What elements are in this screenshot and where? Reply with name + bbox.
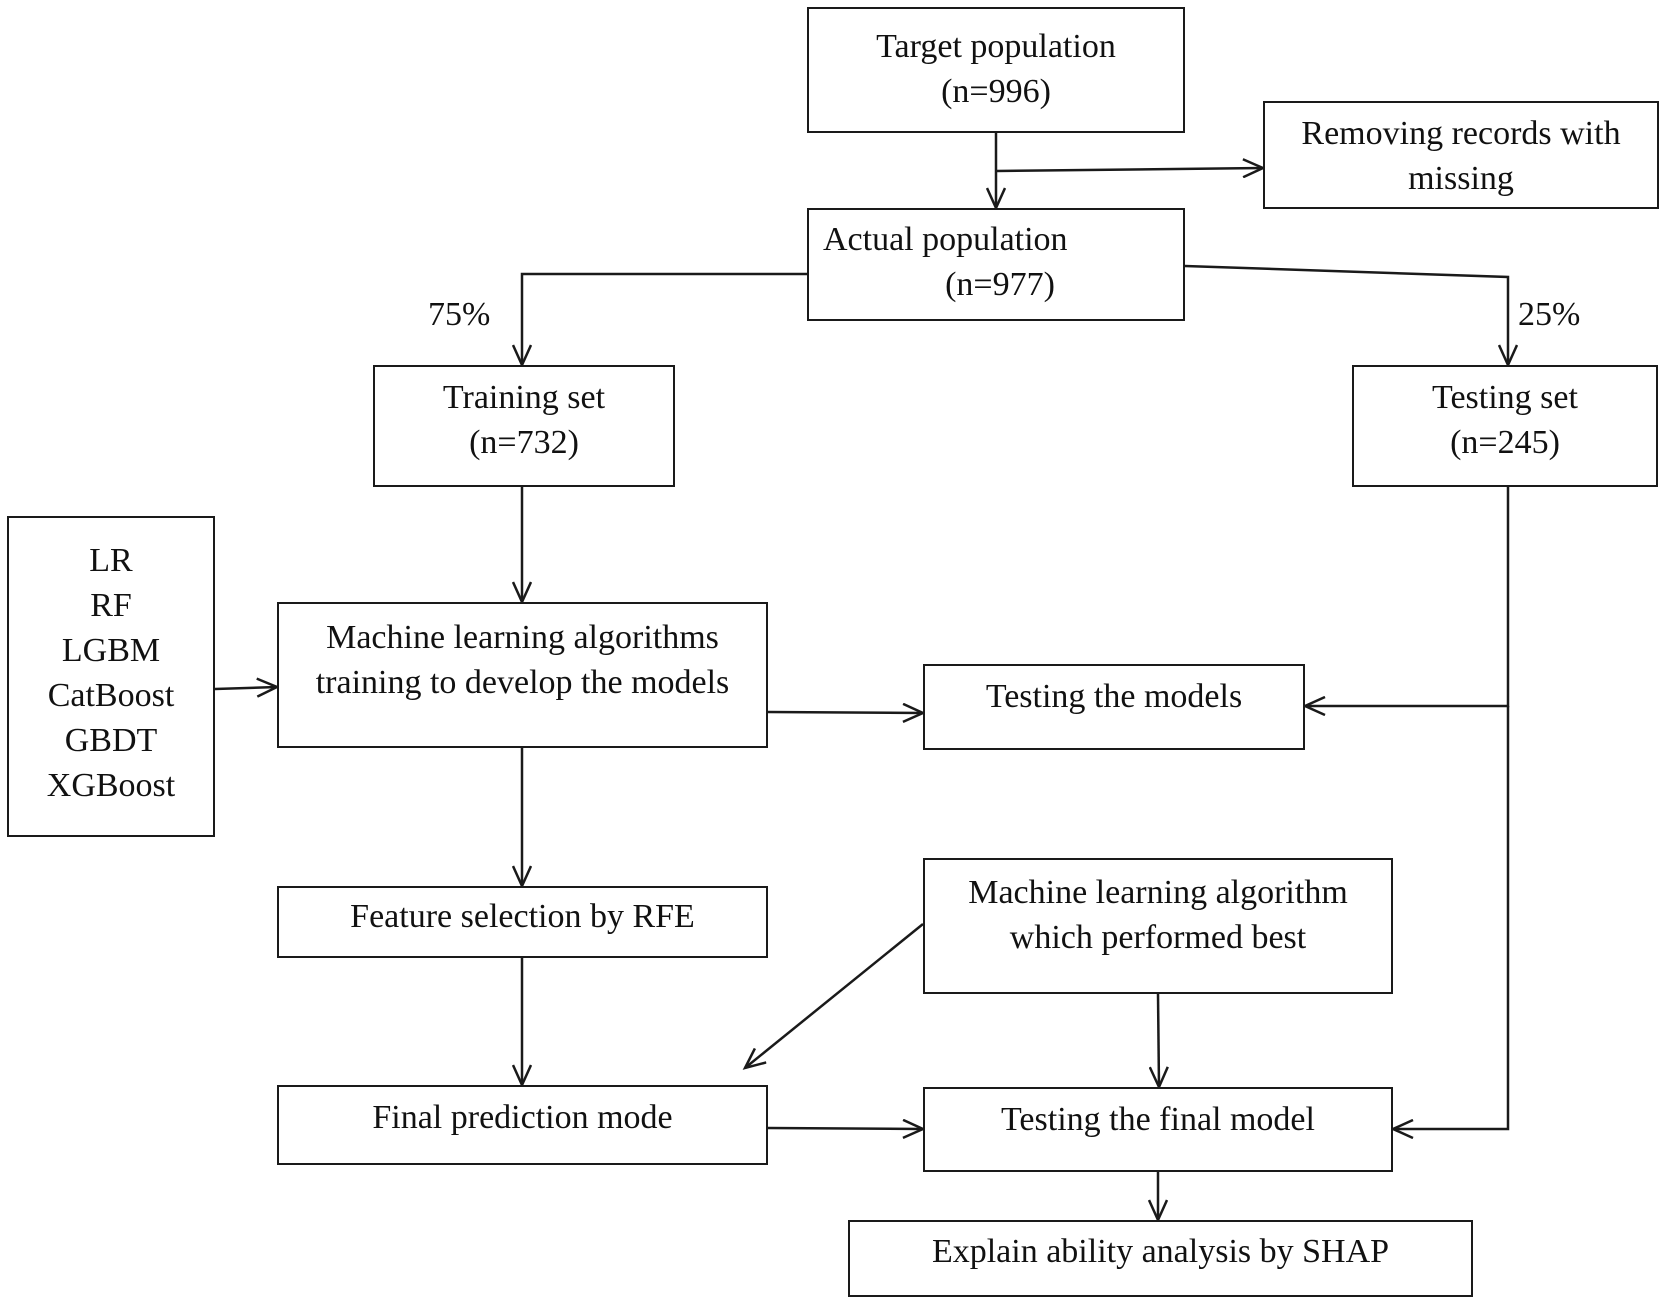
arrow-testing-set-to-testing-final <box>1393 706 1510 1129</box>
training-set-box: Training set (n=732) <box>373 365 675 487</box>
feature-selection-box: Feature selection by RFE <box>277 886 768 958</box>
best-algorithm-label-cont: which performed best <box>1009 919 1307 956</box>
algorithm-item: RF <box>90 587 132 624</box>
ml-training-label: Machine learning algorithms <box>326 619 719 656</box>
training-set-label: Training set <box>442 379 606 416</box>
removing-records-label: Removing records with <box>1301 115 1621 152</box>
testing-set-label: Testing set <box>1432 379 1578 416</box>
testing-final-model-label: Testing the final model <box>1001 1101 1315 1138</box>
arrow-algorithms-to-ml <box>214 687 277 689</box>
removing-records-box: Removing records with missing <box>1263 101 1659 209</box>
arrow-best-to-testing-final <box>1158 993 1159 1087</box>
ml-training-box: Machine learning algorithms training to … <box>277 602 768 748</box>
final-prediction-label: Final prediction mode <box>372 1099 673 1136</box>
target-population-label: Target population <box>876 28 1116 65</box>
training-set-count: (n=732) <box>469 424 579 461</box>
actual-population-count: (n=977) <box>945 266 1055 303</box>
arrow-testing-set-to-testing-models <box>1305 487 1510 706</box>
testing-set-count: (n=245) <box>1450 424 1560 461</box>
testing-final-model-box: Testing the final model <box>923 1087 1393 1172</box>
testing-split-label: 25% <box>1518 296 1581 333</box>
algorithm-item: GBDT <box>64 722 158 759</box>
arrow-actual-to-training <box>522 272 807 365</box>
shap-analysis-box: Explain ability analysis by SHAP <box>848 1220 1473 1297</box>
removing-records-label-cont: missing <box>1408 160 1514 197</box>
algorithm-item: CatBoost <box>47 677 175 714</box>
testing-models-box: Testing the models <box>923 664 1305 750</box>
algorithms-list-box: LR RF LGBM CatBoost GBDT XGBoost <box>7 516 215 837</box>
arrow-actual-to-testing <box>1184 264 1508 365</box>
actual-population-label: Actual population <box>823 221 1068 258</box>
target-population-count: (n=996) <box>941 73 1051 110</box>
best-algorithm-box: Machine learning algorithm which perform… <box>923 858 1393 994</box>
best-algorithm-label: Machine learning algorithm <box>968 874 1348 911</box>
algorithm-item: LGBM <box>61 632 161 669</box>
final-prediction-box: Final prediction mode <box>277 1085 768 1165</box>
arrow-to-removing <box>995 168 1263 171</box>
testing-models-label: Testing the models <box>985 678 1243 715</box>
testing-set-box: Testing set (n=245) <box>1352 365 1658 487</box>
ml-training-label-cont: training to develop the models <box>315 664 730 701</box>
actual-population-box: Actual population (n=977) <box>807 208 1185 321</box>
target-population-box: Target population (n=996) <box>807 7 1185 133</box>
algorithm-item: LR <box>89 542 133 579</box>
shap-analysis-label: Explain ability analysis by SHAP <box>931 1233 1390 1270</box>
algorithm-item: XGBoost <box>46 767 176 804</box>
feature-selection-label: Feature selection by RFE <box>350 898 695 935</box>
arrow-ml-to-testing-models <box>767 712 923 713</box>
arrow-final-to-testing-final <box>767 1128 923 1129</box>
arrow-best-to-final <box>745 923 924 1068</box>
training-split-label: 75% <box>428 296 491 333</box>
